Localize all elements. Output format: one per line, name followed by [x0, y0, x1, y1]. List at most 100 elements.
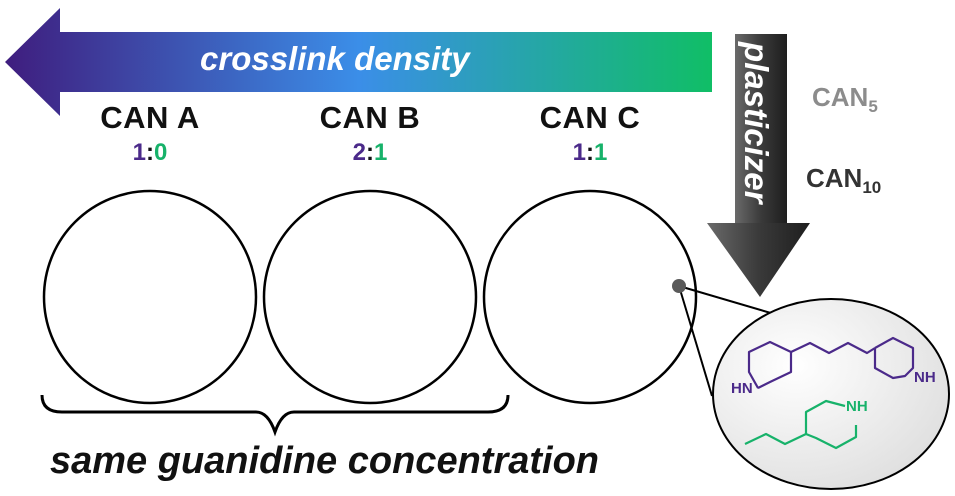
guanidine-node — [645, 320, 659, 334]
ratio-monofunctional: 1 — [374, 139, 388, 166]
can-b-circle — [262, 189, 478, 405]
guanidine-node — [406, 262, 420, 276]
plasticizer-arrow — [707, 34, 810, 297]
callout-anchor-dot — [672, 279, 686, 293]
crosslinker-link — [317, 177, 360, 242]
crosslinker-link — [144, 327, 212, 349]
can10-base: CAN — [806, 163, 863, 193]
crosslinker-link — [342, 177, 347, 259]
guanidine-node — [655, 232, 669, 246]
guanidine-node — [120, 270, 134, 284]
monofunctional-link — [525, 314, 552, 338]
can-b-ratio: 2:1 — [270, 139, 470, 167]
crosslinker-link — [628, 275, 653, 314]
crosslinker-link — [65, 312, 120, 359]
can-a-circle — [42, 189, 258, 405]
ratio-separator: : — [586, 139, 594, 166]
free-end-node — [550, 210, 564, 224]
guanidine-node — [646, 307, 660, 321]
free-end-node — [296, 333, 310, 347]
guanidine-node — [545, 307, 559, 321]
crosslinker-nh-right: NH — [914, 369, 936, 386]
polymer-chain — [250, 287, 490, 337]
guanidine-node — [205, 320, 219, 334]
can5-base: CAN — [812, 82, 869, 112]
can10-label: CAN10 — [806, 163, 881, 198]
guanidine-node — [215, 232, 229, 246]
crosslinker-molecule — [747, 336, 915, 389]
guanidine-node — [621, 268, 635, 282]
polymer-chain — [480, 237, 690, 258]
callout-line — [678, 285, 713, 397]
free-end-node — [518, 331, 532, 345]
ratio-crosslinker: 2 — [352, 139, 366, 166]
can-a-ratio: 1:0 — [50, 139, 250, 167]
guanidine-node — [326, 312, 340, 326]
guanidine-node — [555, 252, 569, 266]
guanidine-node — [113, 305, 127, 319]
polymer-chain — [470, 287, 710, 337]
polymer-chain — [585, 187, 655, 417]
ratio-crosslinker: 1 — [572, 139, 586, 166]
guanidine-node — [335, 252, 349, 266]
guanidine-node — [215, 303, 229, 317]
guanidine-node — [120, 297, 134, 311]
crosslinker-link — [97, 177, 140, 242]
guanidine-node — [193, 250, 207, 264]
crosslinker-link — [584, 327, 652, 349]
guanidine-node — [578, 296, 592, 310]
crosslinker-link — [393, 269, 413, 309]
monofunctional-molecule — [744, 399, 858, 450]
can-b-network — [250, 170, 490, 417]
same-guanidine-label: same guanidine concentration — [50, 440, 599, 482]
ratio-monofunctional: 0 — [154, 139, 168, 166]
guanidine-node — [90, 235, 104, 249]
ratio-separator: : — [366, 139, 374, 166]
guanidine-node — [137, 342, 151, 356]
crosslinker-link — [562, 259, 565, 301]
monofunctional-nh: NH — [846, 398, 868, 415]
polymer-chain — [145, 187, 215, 417]
guanidine-node — [558, 294, 572, 308]
can-c-circle — [482, 189, 698, 405]
grouping-bracket — [40, 394, 510, 437]
monofunctional-link — [537, 217, 557, 242]
can-b-title: CAN B — [319, 100, 421, 135]
monofunctional-link — [303, 319, 333, 340]
can-c-network — [470, 187, 710, 417]
can-c-title: CAN C — [539, 100, 641, 135]
guanidine-node — [530, 235, 544, 249]
can5-label: CAN5 — [812, 82, 878, 117]
can-a-title: CAN A — [100, 100, 200, 135]
polymer-chain — [365, 187, 435, 417]
crosslinker-nh-left: HN — [731, 380, 753, 397]
can-a-network — [30, 170, 270, 417]
monofunctional-link — [342, 272, 373, 303]
polymer-chain — [40, 237, 250, 258]
polymer-chain — [260, 237, 470, 258]
crosslinker-link — [173, 257, 200, 303]
guanidine-node — [166, 296, 180, 310]
can5-subscript: 5 — [868, 97, 878, 116]
crosslink-density-arrow — [5, 8, 712, 116]
guanidine-node — [435, 232, 449, 246]
free-end-node — [655, 258, 669, 272]
guanidine-node — [435, 303, 449, 317]
guanidine-node — [577, 342, 591, 356]
plasticizer-label: plasticizer — [738, 42, 775, 204]
guanidine-node — [133, 170, 147, 184]
ratio-separator: : — [146, 139, 154, 166]
can-c-ratio: 1:1 — [490, 139, 690, 167]
crosslinker-link — [364, 327, 432, 349]
guanidine-node — [357, 342, 371, 356]
guanidine-node — [353, 170, 367, 184]
free-end-node — [578, 265, 592, 279]
ratio-crosslinker: 1 — [132, 139, 146, 166]
polymer-chain — [30, 287, 270, 337]
free-end-node — [366, 265, 380, 279]
guanidine-node — [425, 320, 439, 334]
guanidine-node — [340, 170, 354, 184]
callout-ellipse — [712, 298, 950, 490]
guanidine-node — [335, 296, 349, 310]
